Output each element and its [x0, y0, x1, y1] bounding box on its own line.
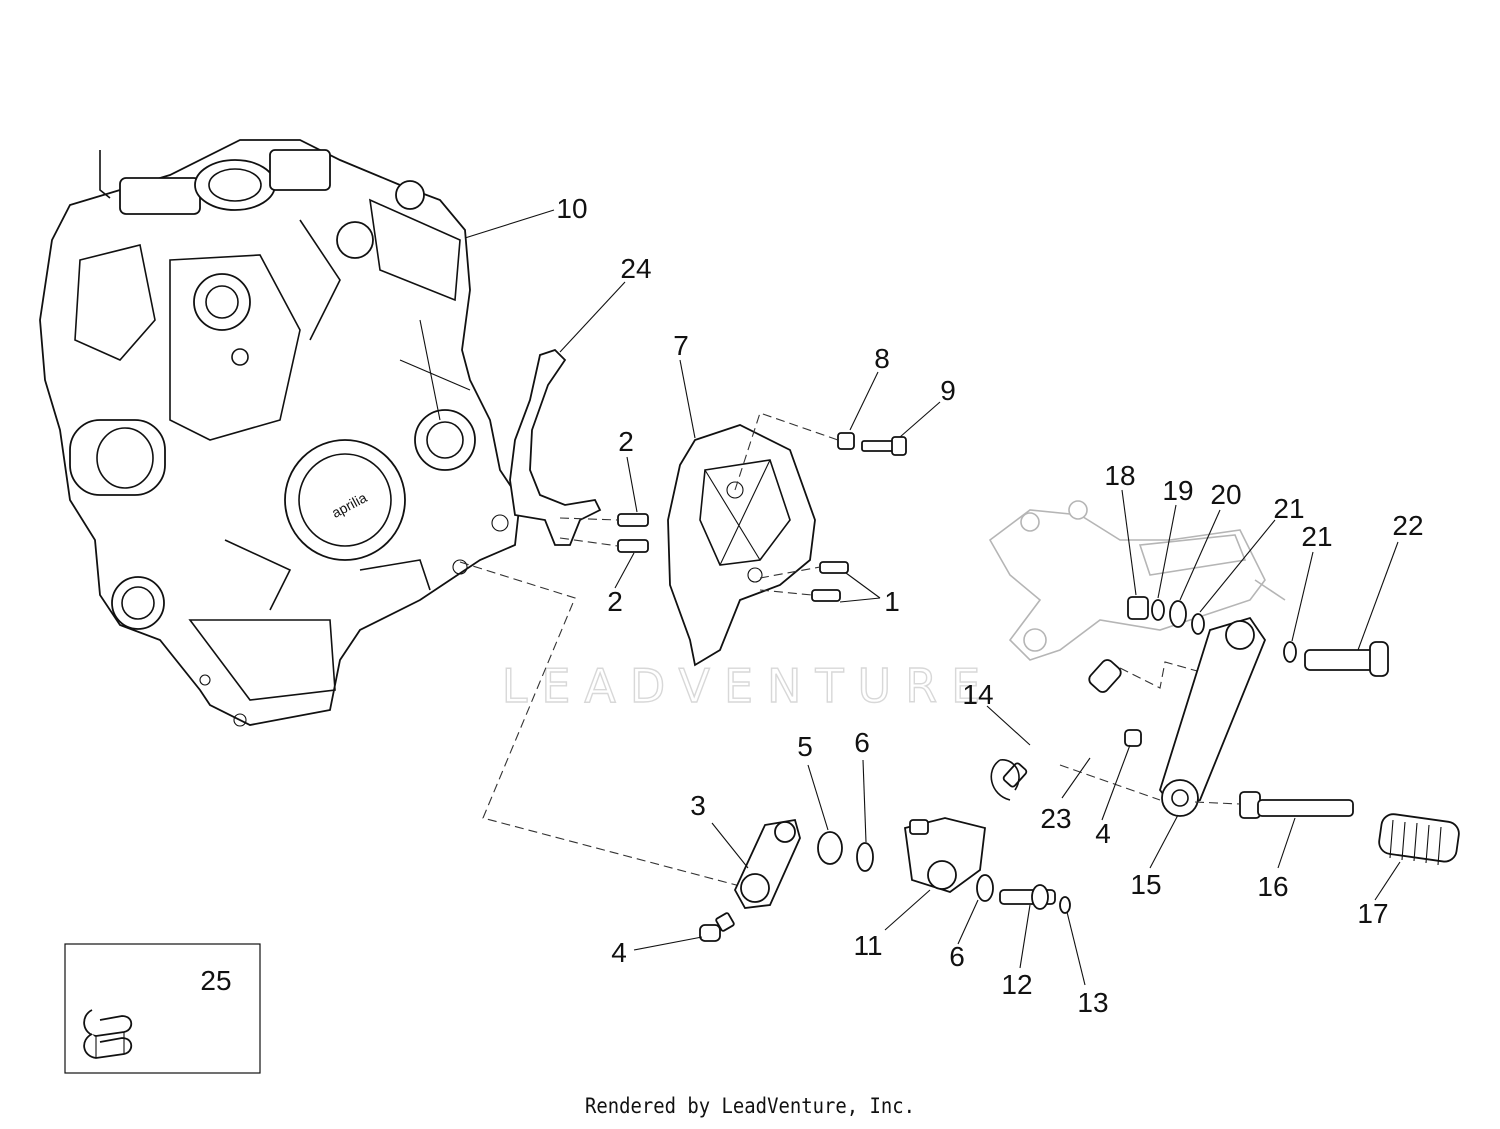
callout-2-lower: 2 — [607, 586, 623, 617]
callout-6-lower: 6 — [949, 941, 965, 972]
callout-3: 3 — [690, 790, 706, 821]
washer-19 — [1151, 599, 1165, 621]
render-credit: Rendered by LeadVenture, Inc. — [585, 1094, 915, 1118]
callout-1: 1 — [884, 586, 900, 617]
callout-23: 23 — [1040, 803, 1071, 834]
callout-15: 15 — [1130, 869, 1161, 900]
callout-18: 18 — [1104, 460, 1135, 491]
bolt-9 — [861, 436, 907, 456]
bolts-2 — [559, 513, 649, 553]
callout-11: 11 — [853, 930, 882, 961]
bolt-4a — [699, 912, 735, 942]
assembly-line-shaft — [459, 561, 756, 891]
leader-lines — [464, 209, 1401, 986]
callout-10: 10 — [556, 193, 587, 224]
callout-7: 7 — [673, 330, 689, 361]
bushing-18 — [1127, 596, 1149, 620]
selector-block-11 — [904, 817, 986, 893]
pivot-pin-22 — [1304, 641, 1389, 677]
callout-22: 22 — [1392, 510, 1423, 541]
washer-20 — [1169, 600, 1187, 628]
engine-assembly: aprilia — [39, 139, 521, 727]
washer-6a — [856, 842, 874, 872]
footrest-bracket — [988, 500, 1286, 661]
callout-21-right: 21 — [1301, 521, 1332, 552]
callout-4-right: 4 — [1095, 818, 1111, 849]
shift-rod-14 — [1002, 659, 1216, 788]
callout-6-upper: 6 — [854, 727, 870, 758]
callout-24: 24 — [620, 253, 651, 284]
washer-21b — [1283, 641, 1297, 663]
cover-gasket — [509, 348, 602, 546]
shift-lever-15 — [1159, 616, 1267, 817]
callout-13: 13 — [1077, 987, 1108, 1018]
bearing-5 — [817, 831, 843, 865]
inset-box-25: 25 — [64, 943, 261, 1074]
callout-16: 16 — [1257, 871, 1288, 902]
callout-labels: 10 24 7 8 9 2 2 1 18 19 20 21 21 22 14 5… — [556, 193, 1423, 1018]
callout-14: 14 — [962, 679, 993, 710]
washer-6b — [976, 874, 994, 902]
gear-lever-3 — [733, 818, 801, 909]
callout-12: 12 — [1001, 969, 1032, 1000]
spacer-8 — [837, 432, 855, 450]
callout-5: 5 — [797, 731, 813, 762]
circlip-23 — [990, 759, 1020, 801]
circlip-13 — [1059, 896, 1071, 914]
callout-19: 19 — [1162, 475, 1193, 506]
bolts-1 — [759, 561, 849, 602]
washer-21a — [1191, 613, 1205, 635]
pin-12 — [999, 884, 1056, 910]
cable-clip-25 — [83, 1009, 133, 1059]
shift-rubber-17 — [1378, 813, 1460, 866]
callout-25: 25 — [200, 965, 231, 996]
watermark-text: LEADVENTURE — [502, 659, 995, 713]
footpeg-shaft-16 — [1194, 791, 1354, 819]
callout-2-upper: 2 — [618, 426, 634, 457]
callout-4-lower-left: 4 — [611, 937, 627, 968]
callout-21-upper: 21 — [1273, 493, 1304, 524]
callout-17: 17 — [1357, 898, 1388, 929]
bolt-4b — [1059, 729, 1161, 801]
callout-9: 9 — [940, 375, 956, 406]
callout-8: 8 — [874, 343, 890, 374]
callout-20: 20 — [1210, 479, 1241, 510]
sprocket-cover — [667, 424, 816, 667]
